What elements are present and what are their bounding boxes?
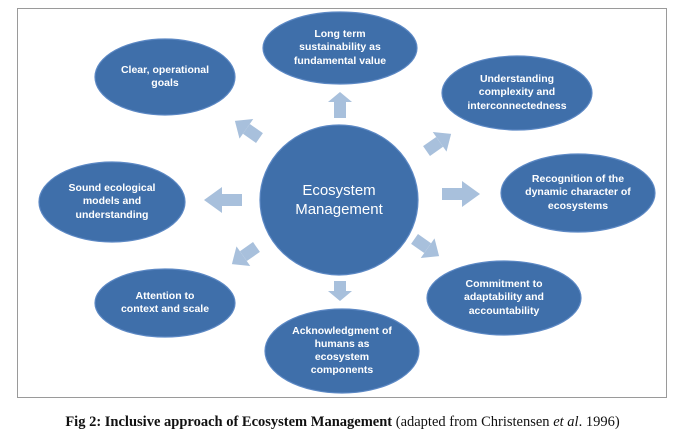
arrow-down-right — [411, 234, 440, 258]
node-label-sound-ecological-models: Sound ecological models and understandin… — [68, 182, 156, 221]
node-label-dynamic-character: Recognition of the dynamic character of … — [525, 173, 631, 212]
node-shape-dynamic-character — [500, 153, 656, 233]
node-label-context-and-scale: Attention to context and scale — [120, 289, 210, 315]
node-shape-sound-ecological-models — [38, 161, 186, 243]
caption-text-after: . 1996) — [578, 414, 620, 430]
caption-text-before: (adapted from Christensen — [392, 414, 554, 430]
node-shape-adaptability — [426, 260, 582, 336]
arrow-right — [442, 181, 480, 207]
arrow-down — [328, 281, 352, 301]
node-shape-understanding-complexity — [441, 55, 593, 131]
center-node-shape — [259, 124, 419, 276]
node-shape-clear-goals — [94, 38, 236, 116]
node-label-adaptability: Commitment to adaptability and accountab… — [464, 278, 544, 317]
node-shape-long-term-sustainability — [262, 11, 418, 85]
arrow-down-left — [231, 242, 260, 266]
node-label-understanding-complexity: Understanding complexity and interconnec… — [467, 73, 567, 112]
arrow-up-left — [234, 119, 263, 143]
node-label-long-term-sustainability: Long term sustainability as fundamental … — [293, 28, 387, 67]
arrow-left — [204, 187, 242, 213]
figure-caption: Fig 2: Inclusive approach of Ecosystem M… — [0, 414, 685, 431]
arrow-up — [328, 92, 352, 118]
center-node-label: Ecosystem Management — [295, 181, 383, 219]
caption-title: Fig 2: Inclusive approach of Ecosystem M… — [65, 414, 393, 430]
caption-italic: et al — [553, 414, 579, 430]
node-shape-acknowledgment-of-humans — [264, 308, 420, 394]
arrow-up-right — [423, 132, 452, 156]
node-shape-context-and-scale — [94, 268, 236, 338]
node-label-acknowledgment-of-humans: Acknowledgment of humans as ecosystem co… — [292, 324, 392, 377]
node-label-clear-goals: Clear, operational goals — [120, 63, 210, 89]
